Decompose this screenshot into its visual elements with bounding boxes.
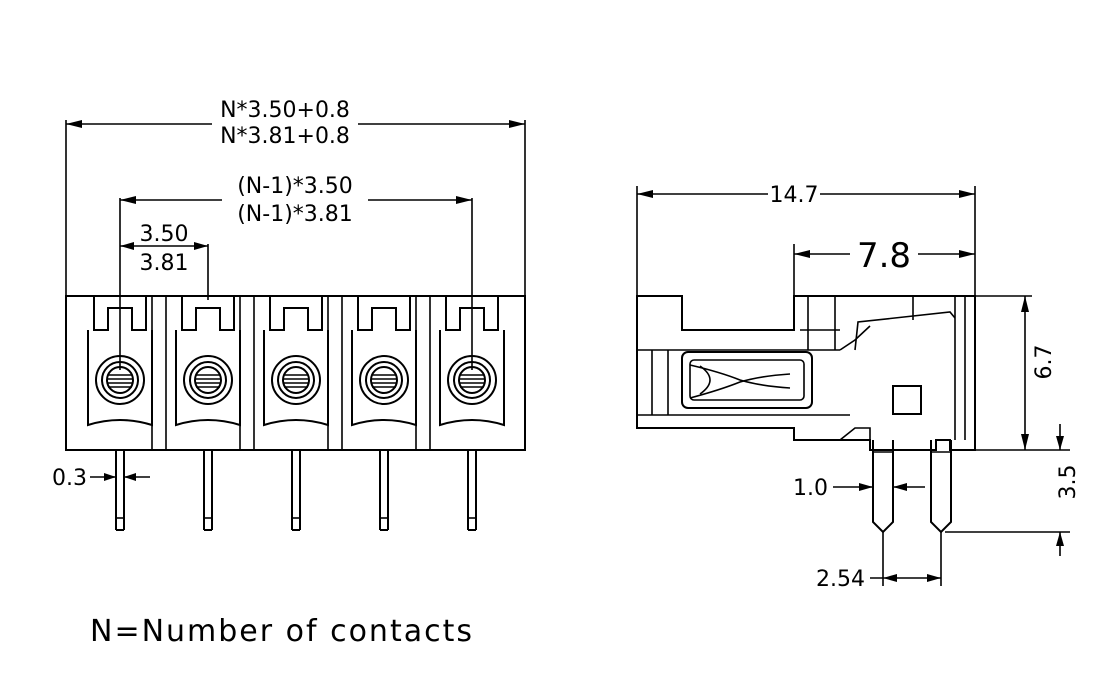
span-label-2: (N-1)*3.81	[237, 202, 353, 227]
overall-width-label-2: N*3.81+0.8	[220, 124, 350, 149]
side-view: 14.7 7.8	[636, 183, 1081, 592]
pin-width-label: 0.3	[52, 466, 87, 491]
housing-dividers	[151, 296, 431, 450]
body-height-dimension: 6.7	[975, 295, 1070, 451]
pin-length-dimension: 3.5	[945, 424, 1081, 556]
screw-icon	[271, 355, 321, 405]
side-pin	[930, 440, 952, 534]
body-depth-label: 7.8	[857, 236, 911, 276]
square-marker	[892, 385, 922, 415]
overall-depth-dimension: 14.7	[636, 183, 976, 296]
pin-thickness-label: 1.0	[793, 476, 828, 501]
body-depth-dimension: 7.8	[793, 236, 975, 296]
pin-width-dimension: 0.3	[52, 466, 150, 491]
pin-pitch-label: 2.54	[816, 567, 865, 592]
span-label-1: (N-1)*3.50	[237, 174, 353, 199]
overall-width-label-1: N*3.50+0.8	[220, 98, 350, 123]
pitch-dimension: 3.50 3.81	[120, 222, 209, 300]
overall-width-dimension: N*3.50+0.8 N*3.81+0.8	[65, 98, 526, 296]
screw-icon	[359, 355, 409, 405]
pin	[203, 449, 213, 531]
pitch-label-2: 3.81	[140, 251, 189, 276]
span-dimension: (N-1)*3.50 (N-1)*3.81	[119, 174, 473, 370]
terminal-housing	[65, 295, 526, 451]
contact-cell	[263, 296, 329, 531]
screw-icon	[183, 355, 233, 405]
pin-pitch-dimension: 2.54	[816, 532, 942, 592]
overall-depth-label: 14.7	[770, 183, 819, 208]
pin	[115, 449, 125, 531]
pin	[379, 449, 389, 531]
side-housing	[636, 295, 976, 451]
contact-cell	[351, 296, 417, 531]
contact-cell	[175, 296, 241, 531]
side-pin	[872, 440, 894, 534]
pin-length-label: 3.5	[1056, 465, 1081, 500]
legend-note: N=Number of contacts	[90, 614, 474, 649]
pin	[467, 449, 477, 531]
body-height-label: 6.7	[1032, 345, 1057, 380]
side-housing-details	[637, 296, 966, 441]
pin-thickness-dimension: 1.0	[793, 476, 925, 501]
front-view: N*3.50+0.8 N*3.81+0.8 (N-1)*3.50 (N-1)*3…	[52, 98, 526, 531]
clamp-spring	[681, 351, 813, 409]
pin	[291, 449, 301, 531]
pitch-label-1: 3.50	[140, 222, 189, 247]
